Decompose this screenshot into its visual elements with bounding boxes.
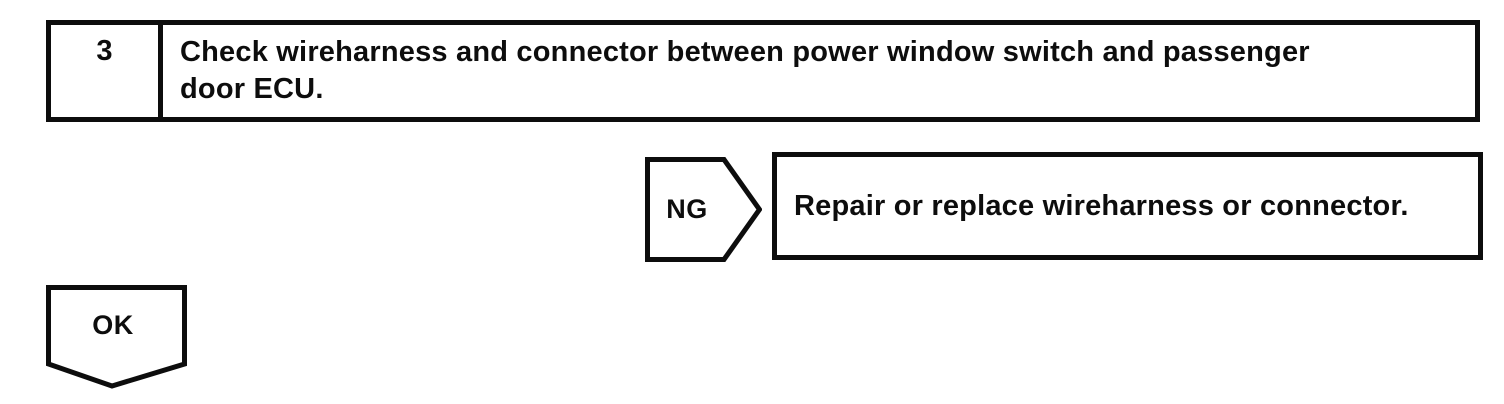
ng-pentagon-icon	[645, 157, 762, 262]
step-instruction-line-2: door ECU.	[180, 73, 324, 105]
step-instruction-line-1: Check wireharness and connector between …	[180, 36, 1310, 68]
step-instruction: Check wireharness and connector between …	[163, 25, 1475, 117]
step-number: 3	[51, 25, 163, 117]
ng-pentagon-shape	[645, 157, 762, 262]
ng-action-box: Repair or replace wireharness or connect…	[772, 152, 1483, 260]
ok-label: OK	[92, 309, 134, 340]
ng-connector: NG	[645, 157, 762, 262]
ng-label: NG	[666, 194, 708, 224]
ok-connector: OK	[46, 285, 187, 389]
ng-action-text: Repair or replace wireharness or connect…	[794, 189, 1409, 222]
ok-pentagon-icon	[46, 285, 187, 389]
step-box: 3 Check wireharness and connector betwee…	[46, 20, 1480, 122]
ok-pentagon-shape	[46, 285, 187, 389]
